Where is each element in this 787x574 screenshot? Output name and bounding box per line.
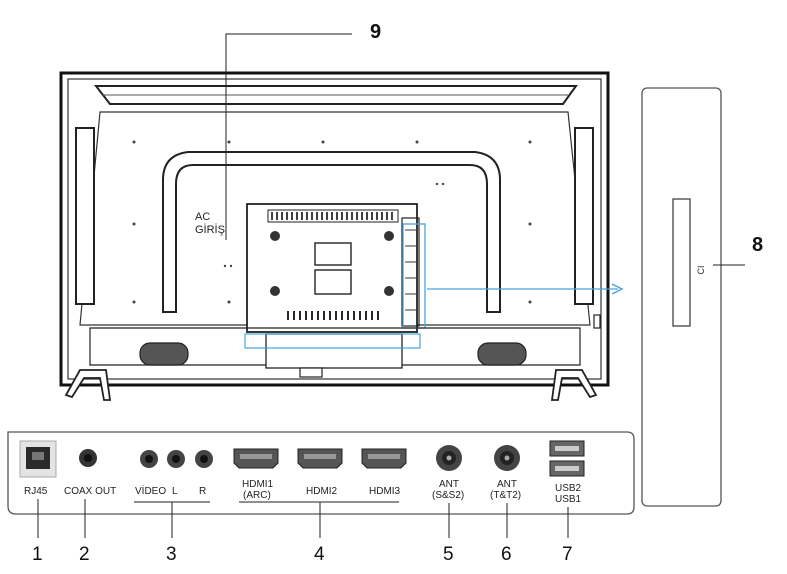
usb-ports [549, 440, 585, 477]
ant1-label-line2: (S&S2) [432, 490, 464, 501]
ci-label: CI [696, 266, 706, 275]
usb-label-line2: USB1 [555, 494, 582, 505]
hdmi-ports [233, 448, 407, 469]
ac-label-line1: AC [195, 211, 210, 223]
right-handle-slot [574, 127, 594, 305]
callout-9: 9 [370, 21, 381, 43]
bottom-vent-lines [287, 311, 379, 320]
left-speaker [139, 342, 189, 366]
rj45-port-icon [19, 440, 57, 478]
rca-jacks [140, 450, 213, 468]
top-vent [267, 209, 399, 223]
vesa-screws [270, 231, 394, 296]
hdmi1-label-line1: HDMI1 [242, 479, 274, 490]
tv-top-bevel [93, 85, 578, 105]
callout-5: 5 [443, 544, 454, 565]
callout-7: 7 [562, 544, 573, 565]
connector-panel [7, 431, 635, 515]
vesa-block-lower [314, 269, 352, 295]
hdmi3-label: HDMI3 [369, 486, 401, 497]
rj45-label: RJ45 [24, 486, 48, 497]
bottom-port-area [89, 327, 581, 366]
side-port-column [401, 217, 420, 327]
ci-slot [672, 198, 691, 327]
mounting-dots [132, 140, 532, 304]
callout-1: 1 [32, 544, 43, 565]
callout-6: 6 [501, 544, 512, 565]
coax-label: COAX OUT [64, 486, 116, 497]
bottom-port-highlight [244, 333, 421, 349]
tv-frame-inner [67, 78, 602, 380]
callout-2: 2 [79, 544, 90, 565]
arched-rib [162, 151, 501, 313]
callout-9-leader [225, 33, 352, 240]
ant1-label-line1: ANT [439, 479, 459, 490]
ant2-label-line1: ANT [497, 479, 517, 490]
ant2-label-line2: (T&T2) [490, 490, 521, 501]
vesa-block-upper [314, 242, 352, 266]
left-handle-slot [75, 127, 95, 305]
bracket-4 [239, 501, 399, 538]
central-back-plate [246, 203, 418, 333]
callout-8: 8 [752, 234, 763, 256]
callout-3: 3 [166, 544, 177, 565]
hdmi2-label: HDMI2 [306, 486, 338, 497]
tv-back [59, 71, 624, 401]
right-stand [550, 369, 598, 401]
video-label: VİDEO [135, 484, 166, 497]
audio-l-label: L [172, 486, 178, 497]
usb-label-line1: USB2 [555, 483, 582, 494]
left-stand [64, 369, 112, 401]
hdmi1-label-line2: (ARC) [243, 490, 271, 501]
bracket-3 [134, 501, 210, 538]
top-vent-lines [271, 212, 393, 220]
ac-label-line2: GİRİŞ [195, 223, 225, 236]
audio-r-label: R [199, 486, 206, 497]
right-speaker [477, 342, 527, 366]
callout-4: 4 [314, 544, 325, 565]
